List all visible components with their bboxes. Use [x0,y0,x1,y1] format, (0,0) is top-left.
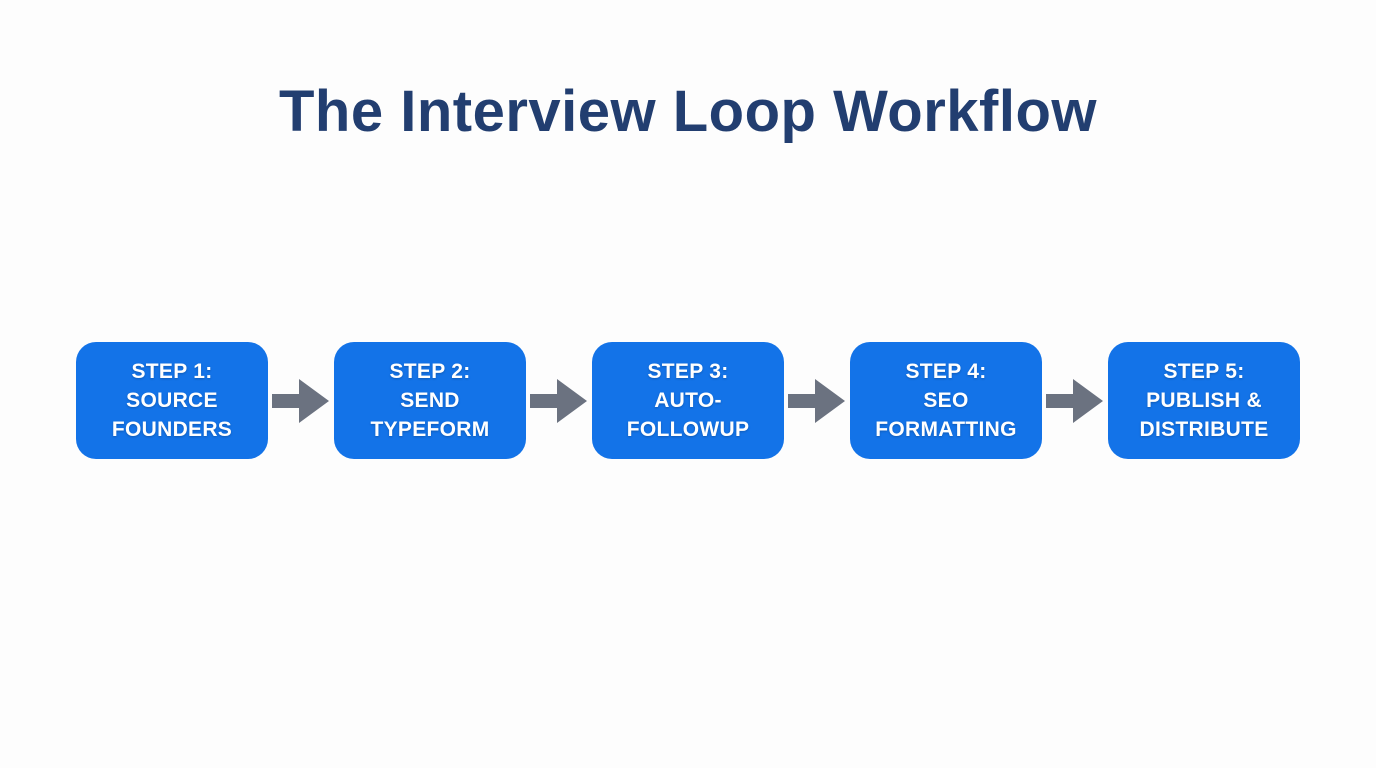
step-3-label-line: STEP 3: [647,360,729,383]
connector-2 [526,377,592,425]
step-4-label-line: SEO [923,389,969,412]
step-2-box: STEP 2: SEND TYPEFORM [334,342,526,459]
step-4-label-line: STEP 4: [905,360,987,383]
step-1-label-line: FOUNDERS [111,418,233,441]
right-arrow-icon [788,378,845,423]
step-3-box: STEP 3: AUTO- FOLLOWUP [592,342,784,459]
connector-4 [1042,377,1108,425]
step-2-label-line: SEND [400,389,460,412]
step-3-label-line: AUTO- [654,389,722,412]
connector-3 [784,377,850,425]
step-4-label-line: FORMATTING [875,418,1017,441]
step-1-label-line: STEP 1: [131,360,213,383]
workflow-row: STEP 1: SOURCE FOUNDERS STEP 2: SEND TYP… [0,342,1376,459]
right-arrow-icon [1046,378,1103,423]
step-4-box: STEP 4: SEO FORMATTING [850,342,1042,459]
step-2-label-line: STEP 2: [389,360,471,383]
step-5-label-line: STEP 5: [1163,360,1245,383]
connector-1 [268,377,334,425]
step-5-box: STEP 5: PUBLISH & DISTRIBUTE [1108,342,1300,459]
step-5-label-line: DISTRIBUTE [1139,418,1269,441]
step-1-box: STEP 1: SOURCE FOUNDERS [76,342,268,459]
right-arrow-icon [530,378,587,423]
step-1-label-line: SOURCE [126,389,218,412]
page-title: The Interview Loop Workflow [278,79,1098,144]
right-arrow-icon [272,378,329,423]
step-5-label-line: PUBLISH & [1146,389,1262,412]
step-2-label-line: TYPEFORM [370,418,490,441]
step-3-label-line: FOLLOWUP [626,418,750,441]
